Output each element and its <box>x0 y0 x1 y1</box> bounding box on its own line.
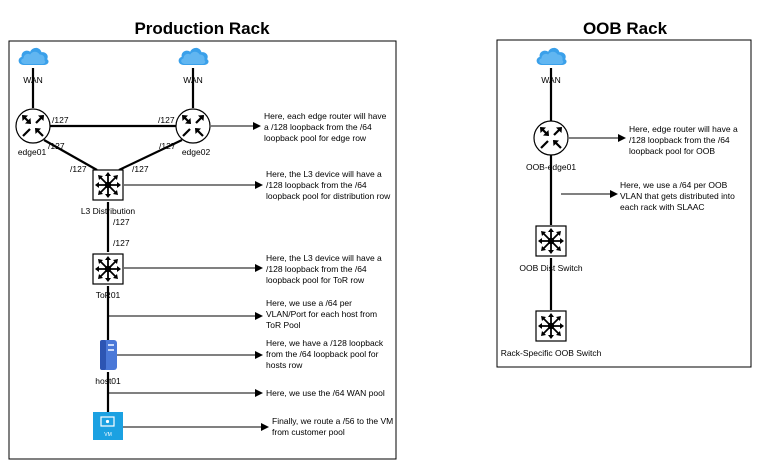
note-oob-edge: Here, edge router will have a /128 loopb… <box>629 124 740 156</box>
oob-dist-switch-label: OOB Dist Switch <box>519 263 583 273</box>
note-l3-line-3: loopback pool for distribution row <box>266 191 391 201</box>
vm-icon: VM <box>93 412 123 440</box>
link-label-l3-tor-a: /127 <box>113 217 130 227</box>
oob-rack-frame <box>496 39 752 368</box>
edge02-router-icon <box>175 108 211 144</box>
note-oob-vlan-line-1: Here, we use a /64 per OOB <box>620 180 728 190</box>
note-vlan-line-2: VLAN/Port for each host from <box>266 309 377 319</box>
vm-tile-label: VM <box>104 432 112 438</box>
note-wanpool: Here, we use the /64 WAN pool <box>266 388 385 398</box>
oob-edge01-router-icon <box>533 120 569 156</box>
oob-edge01-label: OOB-edge01 <box>526 162 576 172</box>
production-rack-title: Production Rack <box>134 19 270 38</box>
note-oob-vlan-line-2: VLAN that gets distributed into <box>620 191 735 201</box>
note-host-line-3: hosts row <box>266 360 303 370</box>
note-l3-line-2: /128 loopback from the /64 <box>266 180 367 190</box>
link-label-edge01-l3-lower: /127 <box>70 164 87 174</box>
note-oob-vlan: Here, we use a /64 per OOB VLAN that get… <box>620 180 737 212</box>
rack-oob-switch-label: Rack-Specific OOB Switch <box>501 348 602 358</box>
link-label-l3-tor-b: /127 <box>113 238 130 248</box>
wan-label-left: WAN <box>23 75 43 85</box>
note-vlan-line-3: ToR Pool <box>266 320 301 330</box>
tor01-switch-icon <box>92 253 124 285</box>
note-oob-edge-line-1: Here, edge router will have a <box>629 124 738 134</box>
oob-dist-switch-icon <box>535 225 567 257</box>
link-label-edge01-l3-upper: /127 <box>48 141 65 151</box>
note-oob-vlan-line-3: each rack with SLAAC <box>620 202 705 212</box>
l3-distribution-label: L3 Distribution <box>81 206 136 216</box>
note-tor-line-2: /128 loopback from the /64 <box>266 264 367 274</box>
production-rack-frame <box>8 40 397 460</box>
production-links <box>31 68 195 412</box>
edge01-router-icon <box>15 108 51 144</box>
note-edge-line-3: loopback pool for edge row <box>264 133 367 143</box>
wan-label-right: WAN <box>183 75 203 85</box>
note-host: Here, we have a /128 loopback from the /… <box>266 338 386 370</box>
note-edge-line-1: Here, each edge router will have <box>264 111 387 121</box>
note-arrows <box>108 122 626 431</box>
wan-cloud-icon-right <box>178 47 209 65</box>
note-vlan-line-1: Here, we use a /64 per <box>266 298 352 308</box>
note-tor-line-1: Here, the L3 device will have a <box>266 253 382 263</box>
edge01-label: edge01 <box>18 147 47 157</box>
oob-wan-cloud-icon <box>536 47 567 65</box>
l3-distribution-switch-icon <box>92 169 124 201</box>
oob-wan-label: WAN <box>541 75 561 85</box>
rack-oob-switch-icon <box>535 310 567 342</box>
note-edge: Here, each edge router will have a /128 … <box>264 111 389 143</box>
wan-cloud-icon-left <box>18 47 49 65</box>
note-vm: Finally, we route a /56 to the VM from c… <box>272 416 396 437</box>
note-tor-line-3: loopback pool for ToR row <box>266 275 365 285</box>
note-edge-line-2: a /128 loopback from the /64 <box>264 122 372 132</box>
note-host-line-1: Here, we have a /128 loopback <box>266 338 384 348</box>
link-label-edge-top-left: /127 <box>52 115 69 125</box>
link-label-edge02-l3-lower: /127 <box>132 164 149 174</box>
note-oob-edge-line-2: /128 loopback from the /64 <box>629 135 730 145</box>
note-host-line-2: from the /64 loopback pool for <box>266 349 379 359</box>
tor01-label: ToR01 <box>96 290 121 300</box>
note-oob-edge-line-3: loopback pool for OOB <box>629 146 715 156</box>
note-l3: Here, the L3 device will have a /128 loo… <box>266 169 391 201</box>
host01-server-icon <box>100 340 117 370</box>
edge02-label: edge02 <box>182 147 211 157</box>
note-tor: Here, the L3 device will have a /128 loo… <box>266 253 384 285</box>
note-l3-line-1: Here, the L3 device will have a <box>266 169 382 179</box>
note-vm-line-1: Finally, we route a /56 to the VM <box>272 416 393 426</box>
link-label-edge-top-right: /127 <box>158 115 175 125</box>
oob-rack-title: OOB Rack <box>583 19 668 38</box>
note-vlan: Here, we use a /64 per VLAN/Port for eac… <box>266 298 379 330</box>
link-label-edge02-l3-upper: /127 <box>159 141 176 151</box>
note-vm-line-2: from customer pool <box>272 427 345 437</box>
host01-label: host01 <box>95 376 121 386</box>
